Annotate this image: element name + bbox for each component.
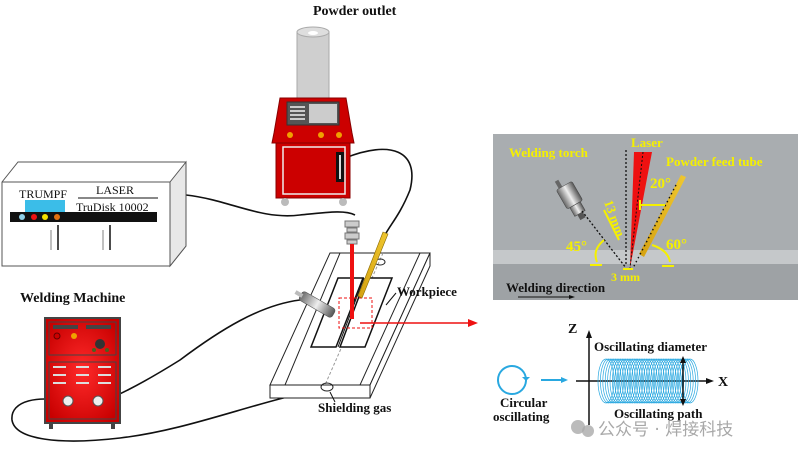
coil-ring <box>619 358 636 404</box>
wechat-icon <box>571 420 585 434</box>
coil-ring <box>626 358 644 404</box>
laser-beam <box>350 244 354 319</box>
detail-laser-label: Laser <box>631 135 663 150</box>
powder-hopper <box>296 31 330 99</box>
angle-20-label: 20° <box>650 176 671 192</box>
coil-ring <box>604 358 622 404</box>
oscillation-schematic: Circular oscillating Z X Oscillating dia… <box>493 322 728 425</box>
welding-cable-ground <box>11 389 321 442</box>
laser-type-label: LASER <box>96 183 134 197</box>
welding-machine-label: Welding Machine <box>20 291 125 306</box>
indicator-light-red <box>31 214 37 220</box>
torch-angle-arc <box>594 239 605 263</box>
watermark-text: 公众号 · 焊接科技 <box>598 420 733 440</box>
detail-region-box <box>338 297 373 329</box>
coil-ring <box>631 358 648 404</box>
coil-ring <box>672 358 689 404</box>
coil-ring <box>602 358 620 404</box>
laser-model-label: TruDisk 10002 <box>76 200 149 214</box>
welding-direction-label: Welding direction <box>506 280 606 295</box>
detail-powder-tube <box>639 175 686 257</box>
mode-label-line2: oscillating <box>493 409 550 424</box>
coil-ring <box>655 358 672 404</box>
angle-60-label: 60° <box>666 237 687 253</box>
powder-feed-tube <box>357 231 389 299</box>
powder-feeder: Powder outlet <box>271 4 397 206</box>
coil-ring <box>645 358 663 404</box>
laser-display-panel <box>25 200 65 212</box>
coil-ring <box>616 358 634 404</box>
angle-45-label: 45° <box>566 239 587 255</box>
coil-ring <box>660 358 677 404</box>
oscillating-path-label: Oscillating path <box>614 406 703 421</box>
coil-ring <box>638 358 656 404</box>
powder-hose <box>344 148 413 236</box>
detail-welding-torch <box>554 179 586 221</box>
laser-brand-label: TRUMPF <box>19 187 67 201</box>
detail-powder-tube-label: Powder feed tube <box>666 154 763 169</box>
workpiece-leader <box>385 292 397 306</box>
indicator-light-orange <box>54 214 60 220</box>
coil-ring <box>650 358 668 404</box>
cables <box>11 148 413 442</box>
workpiece-plate-right <box>338 277 394 348</box>
coil-ring <box>640 358 658 404</box>
mode-label-line1: Circular <box>500 395 548 410</box>
coil-ring <box>643 358 660 404</box>
powder-outlet-label: Powder outlet <box>313 4 397 19</box>
laser-source: TRUMPF LASER TruDisk 10002 <box>1 160 187 268</box>
torch-distance-dim <box>603 209 620 241</box>
coil-ring <box>662 358 680 404</box>
laser-indicator-strip <box>10 212 157 222</box>
coil-ring <box>614 358 632 404</box>
workpiece-label: Workpiece <box>397 284 457 299</box>
coil-ring <box>669 358 687 404</box>
indicator-light-blue <box>19 214 25 220</box>
watermark: 公众号 · 焊接科技 <box>571 420 733 440</box>
gap-3mm-label: 3 mm <box>611 270 640 284</box>
laser-head <box>344 220 360 245</box>
coil-ring <box>681 358 699 404</box>
x-axis-label: X <box>718 375 728 390</box>
output-terminal-negative <box>62 395 74 407</box>
coil-ring <box>624 358 641 404</box>
shielding-gas-label: Shielding gas <box>318 400 391 415</box>
z-axis-label: Z <box>568 322 577 337</box>
tube-angle-arc <box>651 244 671 263</box>
coil-ring <box>609 358 627 404</box>
coil-ring <box>664 358 682 404</box>
welding-machine: Welding Machine <box>20 291 125 429</box>
coil-ring <box>612 358 629 404</box>
coil-ring <box>621 358 639 404</box>
detail-torch-label: Welding torch <box>509 145 589 160</box>
coil-ring <box>652 358 670 404</box>
coil-ring <box>633 358 651 404</box>
coil-ring <box>657 358 675 404</box>
coil-ring <box>636 358 653 404</box>
detail-view: Welding torch Laser Powder feed tube 20°… <box>493 134 798 300</box>
coil-ring <box>607 358 624 404</box>
laser-fiber-cable <box>185 194 356 217</box>
coil-ring <box>600 358 617 404</box>
circular-oscillation-icon <box>497 365 527 395</box>
indicator-light-yellow <box>42 214 48 220</box>
output-terminal-positive <box>92 395 104 407</box>
coil-ring <box>597 358 615 404</box>
welding-torch <box>294 290 336 318</box>
coil-ring <box>628 358 646 404</box>
oscillating-diameter-label: Oscillating diameter <box>594 339 707 354</box>
coil-ring <box>676 358 694 404</box>
coil-ring <box>679 358 696 404</box>
coil-ring <box>648 358 665 404</box>
